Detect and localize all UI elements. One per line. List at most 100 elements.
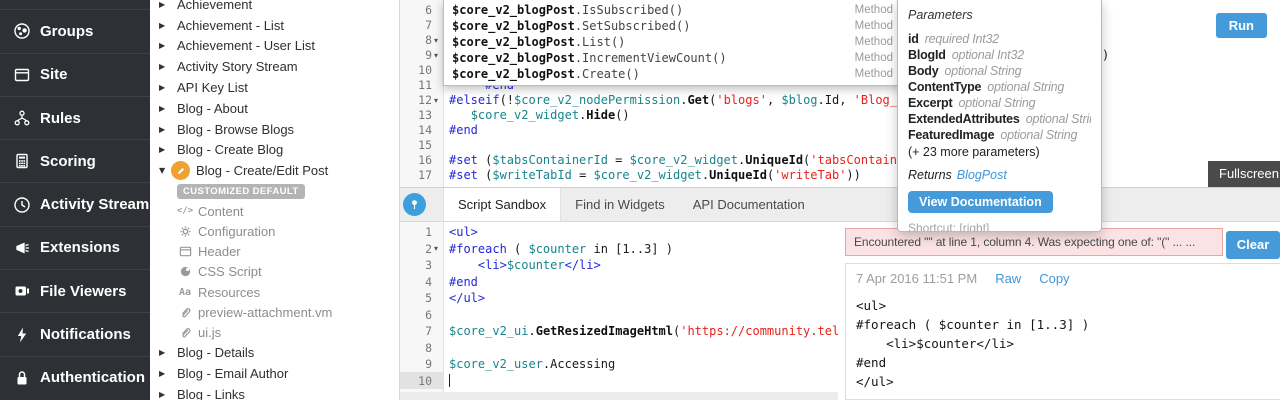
sidebar-item-label: Activity Stream (40, 196, 150, 214)
copy-link[interactable]: Copy (1039, 271, 1070, 286)
tab-api-documentation[interactable]: API Documentation (692, 197, 805, 212)
sidebar-item-authentication[interactable]: Authentication (0, 355, 150, 399)
code-text: </ul> (449, 291, 486, 305)
sidebar-item-extensions[interactable]: Extensions (0, 225, 150, 269)
code-line-17[interactable]: 17#set ($writeTabId = $core_v2_widget.Un… (400, 168, 1280, 183)
code-text: <ul> (449, 225, 478, 239)
tree-item-blog-create-blog[interactable]: ▶Blog - Create Blog (150, 140, 399, 161)
sidebar-item-groups[interactable]: Groups (0, 9, 150, 52)
sidebar-item-activity-stream[interactable]: Activity Stream (0, 182, 150, 225)
autocomplete-item-issubscribed[interactable]: $core_v2_blogPost.IsSubscribed()Method (444, 2, 905, 18)
line-number: 8 (425, 33, 432, 47)
param-meta: optional Int32 (951, 48, 1024, 62)
chevron-right-icon[interactable]: ▶ (159, 124, 166, 134)
script-sandbox-editor[interactable]: 1<ul>2▾#foreach ( $counter in [1..3] )3 … (400, 222, 838, 400)
tree-item-label: Content (198, 203, 244, 219)
code-line-2[interactable]: 2▾#foreach ( $counter in [1..3] ) (400, 241, 838, 258)
sidebar-item-rules[interactable]: Rules (0, 95, 150, 139)
chevron-right-icon[interactable]: ▶ (159, 41, 166, 51)
code-line-9[interactable]: 9▾ (400, 48, 1280, 63)
autocomplete-item-list[interactable]: $core_v2_blogPost.List()Method (444, 34, 905, 50)
tree-item-blog-links[interactable]: ▶Blog - Links (150, 384, 399, 400)
code-line-7[interactable]: 7$core_v2_ui.GetResizedImageHtml('https:… (400, 323, 838, 340)
raw-link[interactable]: Raw (995, 271, 1022, 286)
sandbox-output-text: <ul> #foreach ( $counter in [1..3] ) <li… (856, 298, 1090, 389)
code-line-13[interactable]: 13 $core_v2_widget.Hide() (400, 108, 1280, 123)
view-documentation-button[interactable]: View Documentation (908, 191, 1053, 213)
tree-item-achievement[interactable]: ▶Achievement (150, 0, 399, 15)
code-line-8[interactable]: 8▾ (400, 33, 1280, 48)
tree-item-blog-browse-blogs[interactable]: ▶Blog - Browse Blogs (150, 119, 399, 140)
sidebar-item-label: Groups (40, 22, 94, 40)
code-line-9[interactable]: 9$core_v2_user.Accessing (400, 356, 838, 373)
tree-item-css-script[interactable]: CSS Script (150, 262, 399, 282)
groups-icon (13, 22, 31, 40)
horizontal-scrollbar[interactable] (400, 392, 838, 400)
tree-item-blog-details[interactable]: ▶Blog - Details (150, 342, 399, 363)
tab-find-in-widgets[interactable]: Find in Widgets (575, 197, 665, 212)
fold-arrow-icon[interactable]: ▾ (434, 243, 439, 253)
tooltip-returns-type-link[interactable]: BlogPost (956, 168, 1007, 182)
chevron-right-icon[interactable]: ▶ (159, 62, 166, 72)
chevron-right-icon[interactable]: ▶ (159, 20, 166, 30)
code-line-15[interactable]: 15 (400, 138, 1280, 153)
param-name: FeaturedImage (908, 128, 995, 142)
pin-icon[interactable] (403, 193, 426, 216)
chevron-right-icon[interactable]: ▶ (159, 83, 166, 93)
tree-item-content[interactable]: </>Content (150, 201, 399, 221)
fullscreen-button[interactable]: Fullscreen (1208, 161, 1280, 187)
tree-item-blog-create-edit-post[interactable]: ▼Blog - Create/Edit Post (150, 160, 399, 181)
tab-script-sandbox[interactable]: Script Sandbox (443, 188, 562, 221)
tree-item-achievement-list[interactable]: ▶Achievement - List (150, 15, 399, 36)
tree-item-ui-js[interactable]: ui.js (150, 322, 399, 342)
chevron-down-icon[interactable]: ▼ (159, 166, 166, 176)
autocomplete-item-create[interactable]: $core_v2_blogPost.Create()Method (444, 66, 905, 82)
tree-item-api-key-list[interactable]: ▶API Key List (150, 77, 399, 98)
autocomplete-item-incrementviewcount[interactable]: $core_v2_blogPost.IncrementViewCount()Me… (444, 50, 905, 66)
run-button[interactable]: Run (1215, 13, 1267, 38)
fold-arrow-icon[interactable]: ▾ (434, 96, 439, 105)
chevron-right-icon[interactable]: ▶ (159, 103, 166, 113)
chevron-right-icon[interactable]: ▶ (159, 389, 166, 399)
code-line-6[interactable]: 6 (400, 3, 1280, 18)
code-line-7[interactable]: 7 (400, 18, 1280, 33)
chevron-right-icon[interactable]: ▶ (159, 145, 166, 155)
result-timestamp: 7 Apr 2016 11:51 PM (856, 271, 978, 286)
fold-arrow-icon[interactable]: ▾ (434, 36, 439, 45)
code-line-10[interactable]: 10 (400, 63, 1280, 78)
code-line-16[interactable]: 16#set ($tabsContainerId = $core_v2_widg… (400, 153, 1280, 168)
clear-button[interactable]: Clear (1226, 231, 1280, 259)
result-card: 7 Apr 2016 11:51 PM Raw Copy <ul> #forea… (845, 263, 1280, 400)
chevron-right-icon[interactable]: ▶ (159, 0, 166, 9)
code-line-10[interactable]: 10 (400, 373, 838, 390)
sidebar-item-notifications[interactable]: Notifications (0, 312, 150, 355)
line-number: 11 (418, 78, 432, 92)
tree-item-preview-attachment-vm[interactable]: preview-attachment.vm (150, 302, 399, 322)
tree-item-configuration[interactable]: Configuration (150, 221, 399, 241)
tree-item-blog-about[interactable]: ▶Blog - About (150, 98, 399, 119)
code-line-3[interactable]: 3 <li>$counter</li> (400, 257, 838, 274)
scoring-icon (13, 152, 31, 170)
tree-item-activity-story-stream[interactable]: ▶Activity Story Stream (150, 56, 399, 77)
sidebar-item-file-viewers[interactable]: File Viewers (0, 269, 150, 312)
code-line-14[interactable]: 14#end (400, 123, 1280, 138)
code-line-1[interactable]: 1<ul> (400, 224, 838, 241)
code-line-12[interactable]: 12▾#elseif(!$core_v2_nodePermission.Get(… (400, 93, 1280, 108)
code-line-4[interactable]: 4#end (400, 274, 838, 291)
code-line-8[interactable]: 8 (400, 340, 838, 357)
chevron-right-icon[interactable]: ▶ (159, 348, 166, 358)
tree-item-blog-email-author[interactable]: ▶Blog - Email Author (150, 363, 399, 384)
chevron-right-icon[interactable]: ▶ (159, 369, 166, 379)
tree-item-header[interactable]: Header (150, 242, 399, 262)
sidebar-item-scoring[interactable]: Scoring (0, 139, 150, 182)
autocomplete-item-setsubscribed[interactable]: $core_v2_blogPost.SetSubscribed()Method (444, 18, 905, 34)
code-line-6[interactable]: 6 (400, 307, 838, 324)
code-line-5[interactable]: 5</ul> (400, 290, 838, 307)
fold-arrow-icon[interactable]: ▾ (434, 51, 439, 60)
sidebar-item-site[interactable]: Site (0, 52, 150, 96)
tree-item-achievement-user-list[interactable]: ▶Achievement - User List (150, 36, 399, 57)
